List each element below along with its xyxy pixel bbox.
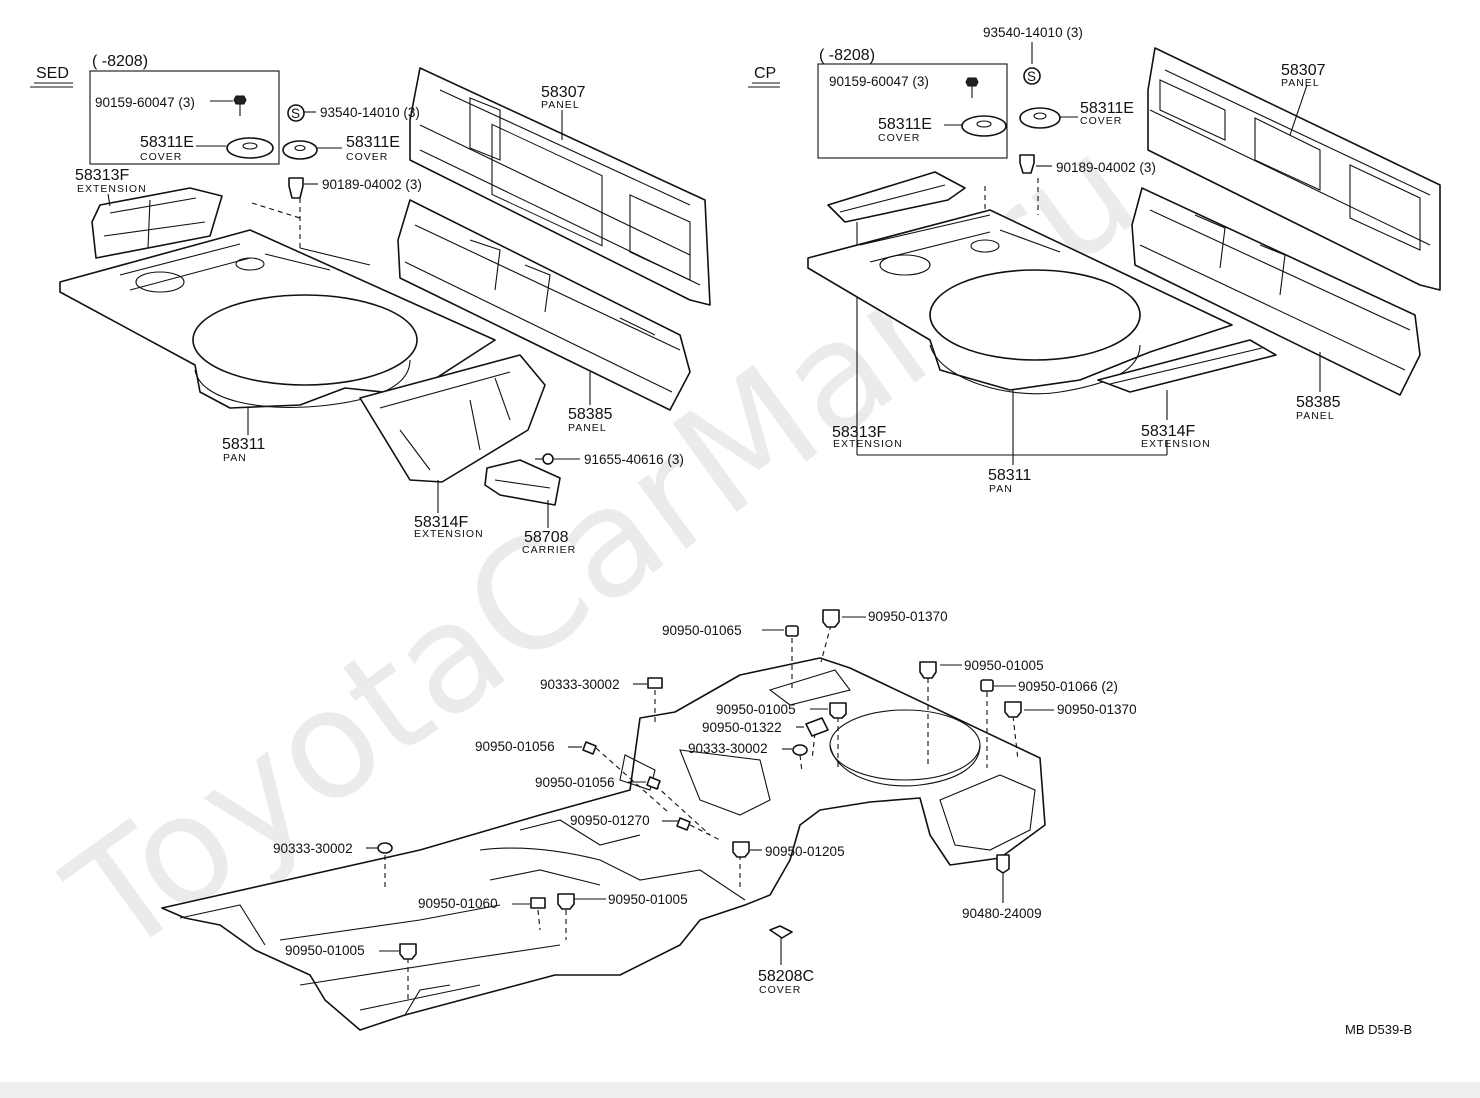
footer-code: MB D539-B (1345, 1022, 1412, 1037)
label-90950-01056: 90950-01056 (475, 739, 555, 754)
bolt-icon (535, 453, 554, 465)
label-90333-30002-2: 90333-30002 (688, 741, 768, 756)
cp-section: CP ( -8208) S (748, 25, 1441, 495)
label-58385-cp: 58385 (1296, 394, 1341, 411)
label-93540-14010-cp: 93540-14010 (3) (983, 25, 1083, 40)
label-90950-01270: 90950-01270 (570, 813, 650, 828)
label-extension-cp-2: EXTENSION (1141, 438, 1211, 450)
extension-58313f-shape (91, 187, 223, 259)
sed-variant-label: SED (36, 65, 69, 82)
label-90950-01066: 90950-01066 (2) (1018, 679, 1118, 694)
sed-section: SED ( -8208) S (30, 53, 711, 556)
label-panel: PANEL (541, 99, 580, 111)
label-90159-60047-cp: 90159-60047 (3) (829, 74, 929, 89)
panel-58307-shape (409, 67, 711, 306)
s-clip-icon-cp (1023, 67, 1041, 85)
label-90950-01005-2: 90950-01005 (716, 702, 796, 717)
cp-early-box (817, 63, 1008, 159)
label-90950-01005: 90950-01005 (964, 658, 1044, 673)
cover-icon (226, 137, 274, 159)
cp-range-label: ( -8208) (819, 47, 875, 64)
carrier-58708-shape (484, 459, 561, 506)
label-90950-01322: 90950-01322 (702, 720, 782, 735)
label-90159-60047: 90159-60047 (3) (95, 95, 195, 110)
label-90333-30002: 90333-30002 (540, 677, 620, 692)
plug-icons (377, 609, 1022, 960)
label-90189-04002: 90189-04002 (3) (322, 177, 422, 192)
plug-icon (288, 177, 304, 199)
svg-text:S: S (291, 106, 300, 121)
label-90189-04002-cp: 90189-04002 (3) (1056, 160, 1156, 175)
label-58313f: 58313F (75, 167, 129, 184)
s-clip-icon (287, 104, 305, 122)
label-90950-01060: 90950-01060 (418, 896, 498, 911)
label-90480-24009: 90480-24009 (962, 906, 1042, 921)
label-58307: 58307 (541, 84, 586, 101)
label-extension-cp: EXTENSION (833, 438, 903, 450)
cover-icon-cp (961, 115, 1007, 137)
label-extension-2: EXTENSION (414, 528, 484, 540)
label-58311: 58311 (222, 436, 265, 453)
label-90950-01056-2: 90950-01056 (535, 775, 615, 790)
label-cover-2: COVER (346, 151, 388, 163)
label-cover-cp: COVER (878, 132, 920, 144)
label-58314f: 58314F (414, 514, 468, 531)
label-58208c: 58208C (758, 968, 814, 985)
label-90333-30002-3: 90333-30002 (273, 841, 353, 856)
label-58311e-cp-2: 58311E (1080, 100, 1134, 117)
label-90950-01065: 90950-01065 (662, 623, 742, 638)
label-58313f-cp: 58313F (832, 424, 886, 441)
label-carrier: CARRIER (522, 544, 576, 556)
label-58708: 58708 (524, 529, 569, 546)
screw-icon (233, 95, 247, 116)
label-58385: 58385 (568, 406, 613, 423)
label-91655-40616: 91655-40616 (3) (584, 452, 684, 467)
label-pan: PAN (223, 452, 247, 464)
label-58314f-cp: 58314F (1141, 423, 1195, 440)
sed-range-label: ( -8208) (92, 53, 148, 70)
label-90950-01005-4: 90950-01005 (285, 943, 365, 958)
bottom-bar (0, 1082, 1480, 1098)
label-pan-cp: PAN (989, 483, 1013, 495)
label-cover-cp-2: COVER (1080, 115, 1122, 127)
label-90950-01005-3: 90950-01005 (608, 892, 688, 907)
label-cover-floor: COVER (759, 984, 801, 996)
svg-text:S: S (1027, 69, 1036, 84)
label-extension: EXTENSION (77, 183, 147, 195)
screw-icon-cp (965, 77, 979, 98)
label-58311e-cp: 58311E (878, 116, 932, 133)
cp-variant-label: CP (754, 65, 776, 82)
cover-icon-cp-2 (1019, 107, 1061, 129)
label-panel-cp: PANEL (1281, 77, 1320, 89)
label-cover: COVER (140, 151, 182, 163)
label-58311e-2: 58311E (346, 134, 400, 151)
plug-icon-cp (1019, 154, 1035, 174)
sed-early-box (89, 70, 280, 165)
label-panel-cp-2: PANEL (1296, 410, 1335, 422)
label-90950-01370-2: 90950-01370 (1057, 702, 1137, 717)
label-58307-cp: 58307 (1281, 62, 1326, 79)
label-90950-01205: 90950-01205 (765, 844, 845, 859)
label-58311-cp: 58311 (988, 467, 1031, 484)
floor-section: 90950-01065 90950-01370 90950-01005 9095… (161, 609, 1137, 1031)
label-58311e: 58311E (140, 134, 194, 151)
label-90950-01370: 90950-01370 (868, 609, 948, 624)
panel-58385-shape (397, 199, 691, 411)
extension-58314f-shape (359, 354, 546, 483)
label-93540-14010: 93540-14010 (3) (320, 105, 420, 120)
label-panel-2: PANEL (568, 422, 607, 434)
